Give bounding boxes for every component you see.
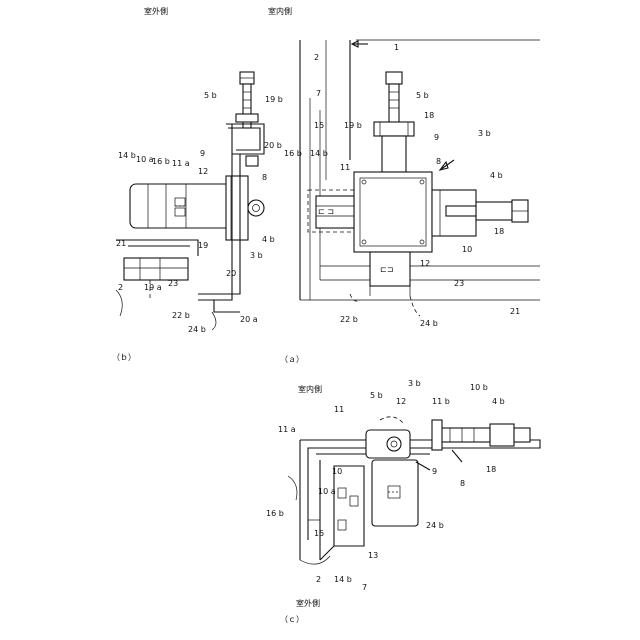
label-4b-c: 4 b (492, 397, 505, 406)
label-11-c: 11 (334, 405, 344, 414)
label-15-c: 15 (314, 529, 324, 538)
label-20: 20 (226, 269, 236, 278)
body-11 (354, 172, 432, 252)
label-8-a: 8 (436, 157, 441, 166)
side-label-indoor-c: 室内側 (298, 384, 322, 394)
label-2: 2 (118, 283, 123, 292)
wall-2 (116, 290, 122, 316)
label-3b-a: 3 b (478, 129, 491, 138)
label-19b: 19 b (265, 95, 283, 104)
label-14b-c: 14 b (334, 575, 352, 584)
caption-b: （ｂ） (112, 353, 136, 362)
profile-13 (334, 466, 364, 546)
label-18-c: 18 (486, 465, 496, 474)
bolt-4b (248, 200, 264, 216)
side-label-outdoor-b: 室外側 (144, 6, 168, 16)
label-16b-a: 16 b (284, 149, 302, 158)
side-label-indoor-a: 室内側 (268, 6, 292, 16)
plate-12 (226, 176, 248, 240)
label-20b: 20 b (264, 141, 282, 150)
member-20a (214, 300, 240, 312)
label-20a: 20 a (240, 315, 258, 324)
label-4b: 4 b (262, 235, 275, 244)
label-9-c: 9 (432, 467, 437, 476)
label-7-c: 7 (362, 583, 367, 592)
caption-a: （ａ） (280, 355, 304, 364)
bracket-11b (432, 420, 442, 450)
profile-21 (116, 240, 198, 256)
caption-c: （ｃ） (280, 615, 304, 624)
label-19a: 19 a (144, 283, 162, 292)
profile-19a (124, 258, 188, 280)
label-9-a: 9 (434, 133, 439, 142)
slot-mark: ⊏ ⊐ (318, 207, 334, 216)
label-9: 9 (200, 149, 205, 158)
label-23-a: 23 (454, 279, 464, 288)
bolt-shaft-5b-a (389, 84, 399, 124)
label-11-a: 11 (340, 163, 350, 172)
label-22b-a: 22 b (340, 315, 358, 324)
panel-c: 3 b 5 b 12 11 b 10 b 4 b 11 a 11 10 10 a… (266, 379, 540, 624)
label-11a-c: 11 a (278, 425, 296, 434)
plate-24b-c (372, 460, 418, 526)
label-15: 15 (314, 121, 324, 130)
label-12-c: 12 (396, 397, 406, 406)
label-16b-c: 16 b (266, 509, 284, 518)
clip-20b (246, 156, 258, 166)
label-1: 1 (394, 43, 399, 52)
label-24b: 24 b (188, 325, 206, 334)
label-21-a: 21 (510, 307, 520, 316)
label-24b-a: 24 b (420, 319, 438, 328)
label-11b-c: 11 b (432, 397, 450, 406)
label-18-right: 18 (494, 227, 504, 236)
frame-11 (300, 440, 540, 540)
label-21: 21 (116, 239, 126, 248)
clip-19b-a (382, 136, 406, 172)
bolt-head-5b-a (386, 72, 402, 84)
label-8: 8 (262, 173, 267, 182)
side-label-outdoor-c: 室外側 (296, 598, 320, 608)
label-12: 12 (198, 167, 208, 176)
panel-a: ⊏ ⊐ ⊏⊐ 1 2 7 15 19 b 14 b 16 b 5 b 18 (268, 6, 540, 364)
bolt-5b-c (387, 437, 401, 451)
label-11a: 11 a (172, 159, 190, 168)
label-8-c: 8 (460, 479, 465, 488)
label-23: 23 (168, 279, 178, 288)
label-14b-a: 14 b (310, 149, 328, 158)
label-10a-c: 10 a (318, 487, 336, 496)
label-5b: 5 b (204, 91, 217, 100)
nut-18-c (490, 424, 514, 446)
bolt-shaft-4b-c (440, 428, 490, 442)
nut-19b (236, 114, 258, 122)
wall-2-c (300, 556, 330, 564)
label-14b: 14 b (118, 151, 136, 160)
svg-text:⊏⊐: ⊏⊐ (380, 265, 393, 274)
bolt-shaft-4b (446, 206, 476, 216)
label-18-a: 18 (424, 111, 434, 120)
label-10b-c: 10 b (470, 383, 488, 392)
label-3b-c: 3 b (408, 379, 421, 388)
label-4b-a: 4 b (490, 171, 503, 180)
label-5b-c: 5 b (370, 391, 383, 400)
label-22b: 22 b (172, 311, 190, 320)
arrow-8 (452, 450, 462, 462)
label-24b-c: 24 b (426, 521, 444, 530)
label-2-a: 2 (314, 53, 319, 62)
label-5b-a: 5 b (416, 91, 429, 100)
panel-b: 5 b 19 b 14 b 10 a 16 b 11 a 9 20 b 12 8… (112, 6, 283, 362)
label-10-c: 10 (332, 467, 342, 476)
label-13-c: 13 (368, 551, 378, 560)
label-3b: 3 b (250, 251, 263, 260)
label-19b-a: 19 b (344, 121, 362, 130)
nut-18-right (476, 202, 512, 220)
label-7: 7 (316, 89, 321, 98)
label-12-a: 12 (420, 259, 430, 268)
label-16b: 16 b (152, 157, 170, 166)
label-19: 19 (198, 241, 208, 250)
bolt-head-c (514, 428, 530, 442)
label-2-c: 2 (316, 575, 321, 584)
label-10-a: 10 (462, 245, 472, 254)
